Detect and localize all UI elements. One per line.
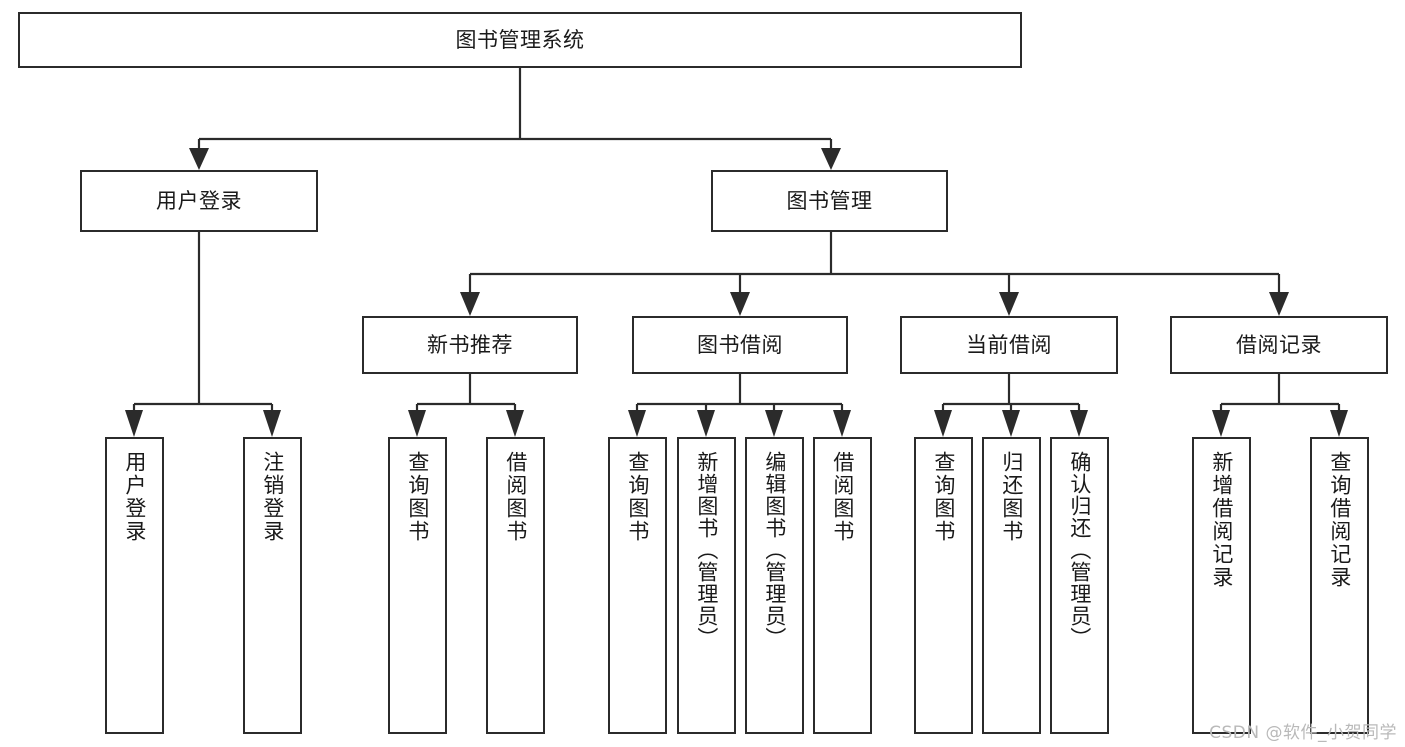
arrowhead-bb-leaf-1 <box>628 410 646 437</box>
leaf-query-book-cb-label: 查询图书 <box>931 451 956 543</box>
node-book-borrow[interactable]: 图书借阅 <box>632 316 848 374</box>
leaf-confirm-return-admin-label: 确认归还（管理员） <box>1067 451 1092 649</box>
node-user-login[interactable]: 用户登录 <box>80 170 318 232</box>
arrowhead-nbr-leaf-1 <box>408 410 426 437</box>
leaf-query-book-cb[interactable]: 查询图书 <box>914 437 973 734</box>
node-borrow-record-label: 借阅记录 <box>1236 332 1322 357</box>
arrowhead-to-borrow-record <box>1269 292 1289 316</box>
node-current-borrow[interactable]: 当前借阅 <box>900 316 1118 374</box>
node-root[interactable]: 图书管理系统 <box>18 12 1022 68</box>
arrowhead-cb-leaf-2 <box>1002 410 1020 437</box>
arrowhead-to-new-book-rec <box>460 292 480 316</box>
arrowhead-cb-leaf-1 <box>934 410 952 437</box>
leaf-edit-book-admin-label: 编辑图书（管理员） <box>762 451 787 649</box>
leaf-query-borrow-record-label: 查询借阅记录 <box>1327 451 1352 589</box>
leaf-query-book-bb[interactable]: 查询图书 <box>608 437 667 734</box>
leaf-user-login[interactable]: 用户登录 <box>105 437 164 734</box>
arrowhead-cb-leaf-3 <box>1070 410 1088 437</box>
leaf-query-borrow-record[interactable]: 查询借阅记录 <box>1310 437 1369 734</box>
leaf-query-book-bb-label: 查询图书 <box>625 451 650 543</box>
arrowhead-bb-leaf-3 <box>765 410 783 437</box>
node-borrow-record[interactable]: 借阅记录 <box>1170 316 1388 374</box>
node-book-management[interactable]: 图书管理 <box>711 170 948 232</box>
arrowhead-br-leaf-1 <box>1212 410 1230 437</box>
leaf-add-borrow-record-label: 新增借阅记录 <box>1209 451 1234 589</box>
leaf-add-borrow-record[interactable]: 新增借阅记录 <box>1192 437 1251 734</box>
node-new-book-recommend[interactable]: 新书推荐 <box>362 316 578 374</box>
arrowhead-br-leaf-2 <box>1330 410 1348 437</box>
leaf-logout-login-label: 注销登录 <box>260 451 285 543</box>
arrowhead-to-current-borrow <box>999 292 1019 316</box>
arrowhead-bb-leaf-4 <box>833 410 851 437</box>
leaf-query-book-nbr-label: 查询图书 <box>405 451 430 543</box>
arrowhead-to-book-borrow <box>730 292 750 316</box>
leaf-user-login-label: 用户登录 <box>122 451 147 543</box>
node-current-borrow-label: 当前借阅 <box>966 332 1052 357</box>
node-user-login-label: 用户登录 <box>156 188 242 213</box>
leaf-query-book-nbr[interactable]: 查询图书 <box>388 437 447 734</box>
leaf-confirm-return-admin[interactable]: 确认归还（管理员） <box>1050 437 1109 734</box>
leaf-logout-login[interactable]: 注销登录 <box>243 437 302 734</box>
arrowhead-nbr-leaf-2 <box>506 410 524 437</box>
leaf-borrow-book-bb-label: 借阅图书 <box>830 451 855 543</box>
leaf-borrow-book-bb[interactable]: 借阅图书 <box>813 437 872 734</box>
leaf-return-book-label: 归还图书 <box>999 451 1024 543</box>
leaf-add-book-admin-label: 新增图书（管理员） <box>694 451 719 649</box>
leaf-return-book[interactable]: 归还图书 <box>982 437 1041 734</box>
arrowhead-to-user-login <box>189 148 209 170</box>
node-root-label: 图书管理系统 <box>455 27 585 52</box>
leaf-borrow-book-nbr-label: 借阅图书 <box>503 451 528 543</box>
leaf-edit-book-admin[interactable]: 编辑图书（管理员） <box>745 437 804 734</box>
leaf-add-book-admin[interactable]: 新增图书（管理员） <box>677 437 736 734</box>
node-book-borrow-label: 图书借阅 <box>697 332 783 357</box>
watermark: CSDN @软件_小贺同学 <box>1209 723 1397 743</box>
arrowhead-login-leaf-2 <box>263 410 281 437</box>
node-new-book-recommend-label: 新书推荐 <box>427 332 513 357</box>
node-book-management-label: 图书管理 <box>786 188 873 213</box>
arrowhead-to-book-management <box>821 148 841 170</box>
arrowhead-bb-leaf-2 <box>697 410 715 437</box>
arrowhead-login-leaf-1 <box>125 410 143 437</box>
leaf-borrow-book-nbr[interactable]: 借阅图书 <box>486 437 545 734</box>
